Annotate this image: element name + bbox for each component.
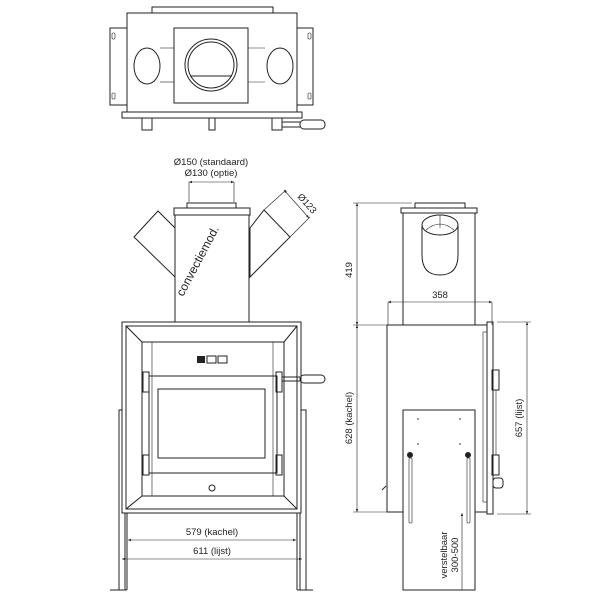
flue-outlet — [184, 38, 238, 92]
convection-module — [402, 212, 476, 326]
height-stove: 628 (kachel) — [344, 392, 355, 444]
width-frame: 611 (lijst) — [193, 546, 231, 557]
flue-diameter-option: Ø130 (optie) — [185, 168, 238, 179]
door — [148, 375, 278, 474]
side-pipe-left — [133, 47, 161, 85]
adjustable-range: 300-500 — [450, 538, 461, 573]
side-view: 358 419 628 (kachel) 657 (lijst) verstel… — [344, 202, 531, 591]
side-pipe-left — [133, 210, 176, 279]
air-control-knob — [208, 484, 216, 492]
module-label: convectiemod. — [173, 224, 222, 299]
side-pipe-diameter: Ø123 — [295, 192, 319, 217]
flue-diameter-standard: Ø150 (standaard) — [174, 157, 248, 168]
adjustable-label: verstelbaar — [439, 532, 450, 579]
glass — [157, 388, 266, 459]
damper-handle — [299, 119, 326, 130]
side-pipe-right — [266, 47, 294, 85]
brand-logo — [197, 355, 228, 364]
module-height: 419 — [344, 262, 355, 278]
height-frame: 657 (lijst) — [514, 399, 525, 438]
width-stove: 579 (kachel) — [186, 527, 238, 538]
adjustable-leg-assembly — [402, 409, 476, 591]
door-handle — [299, 374, 326, 384]
front-view: Ø150 (standaard) Ø130 (optie) Ø123 conve… — [110, 157, 326, 591]
top-view — [109, 6, 326, 131]
side-pipe-right — [249, 209, 291, 279]
module-depth: 358 — [432, 290, 448, 301]
